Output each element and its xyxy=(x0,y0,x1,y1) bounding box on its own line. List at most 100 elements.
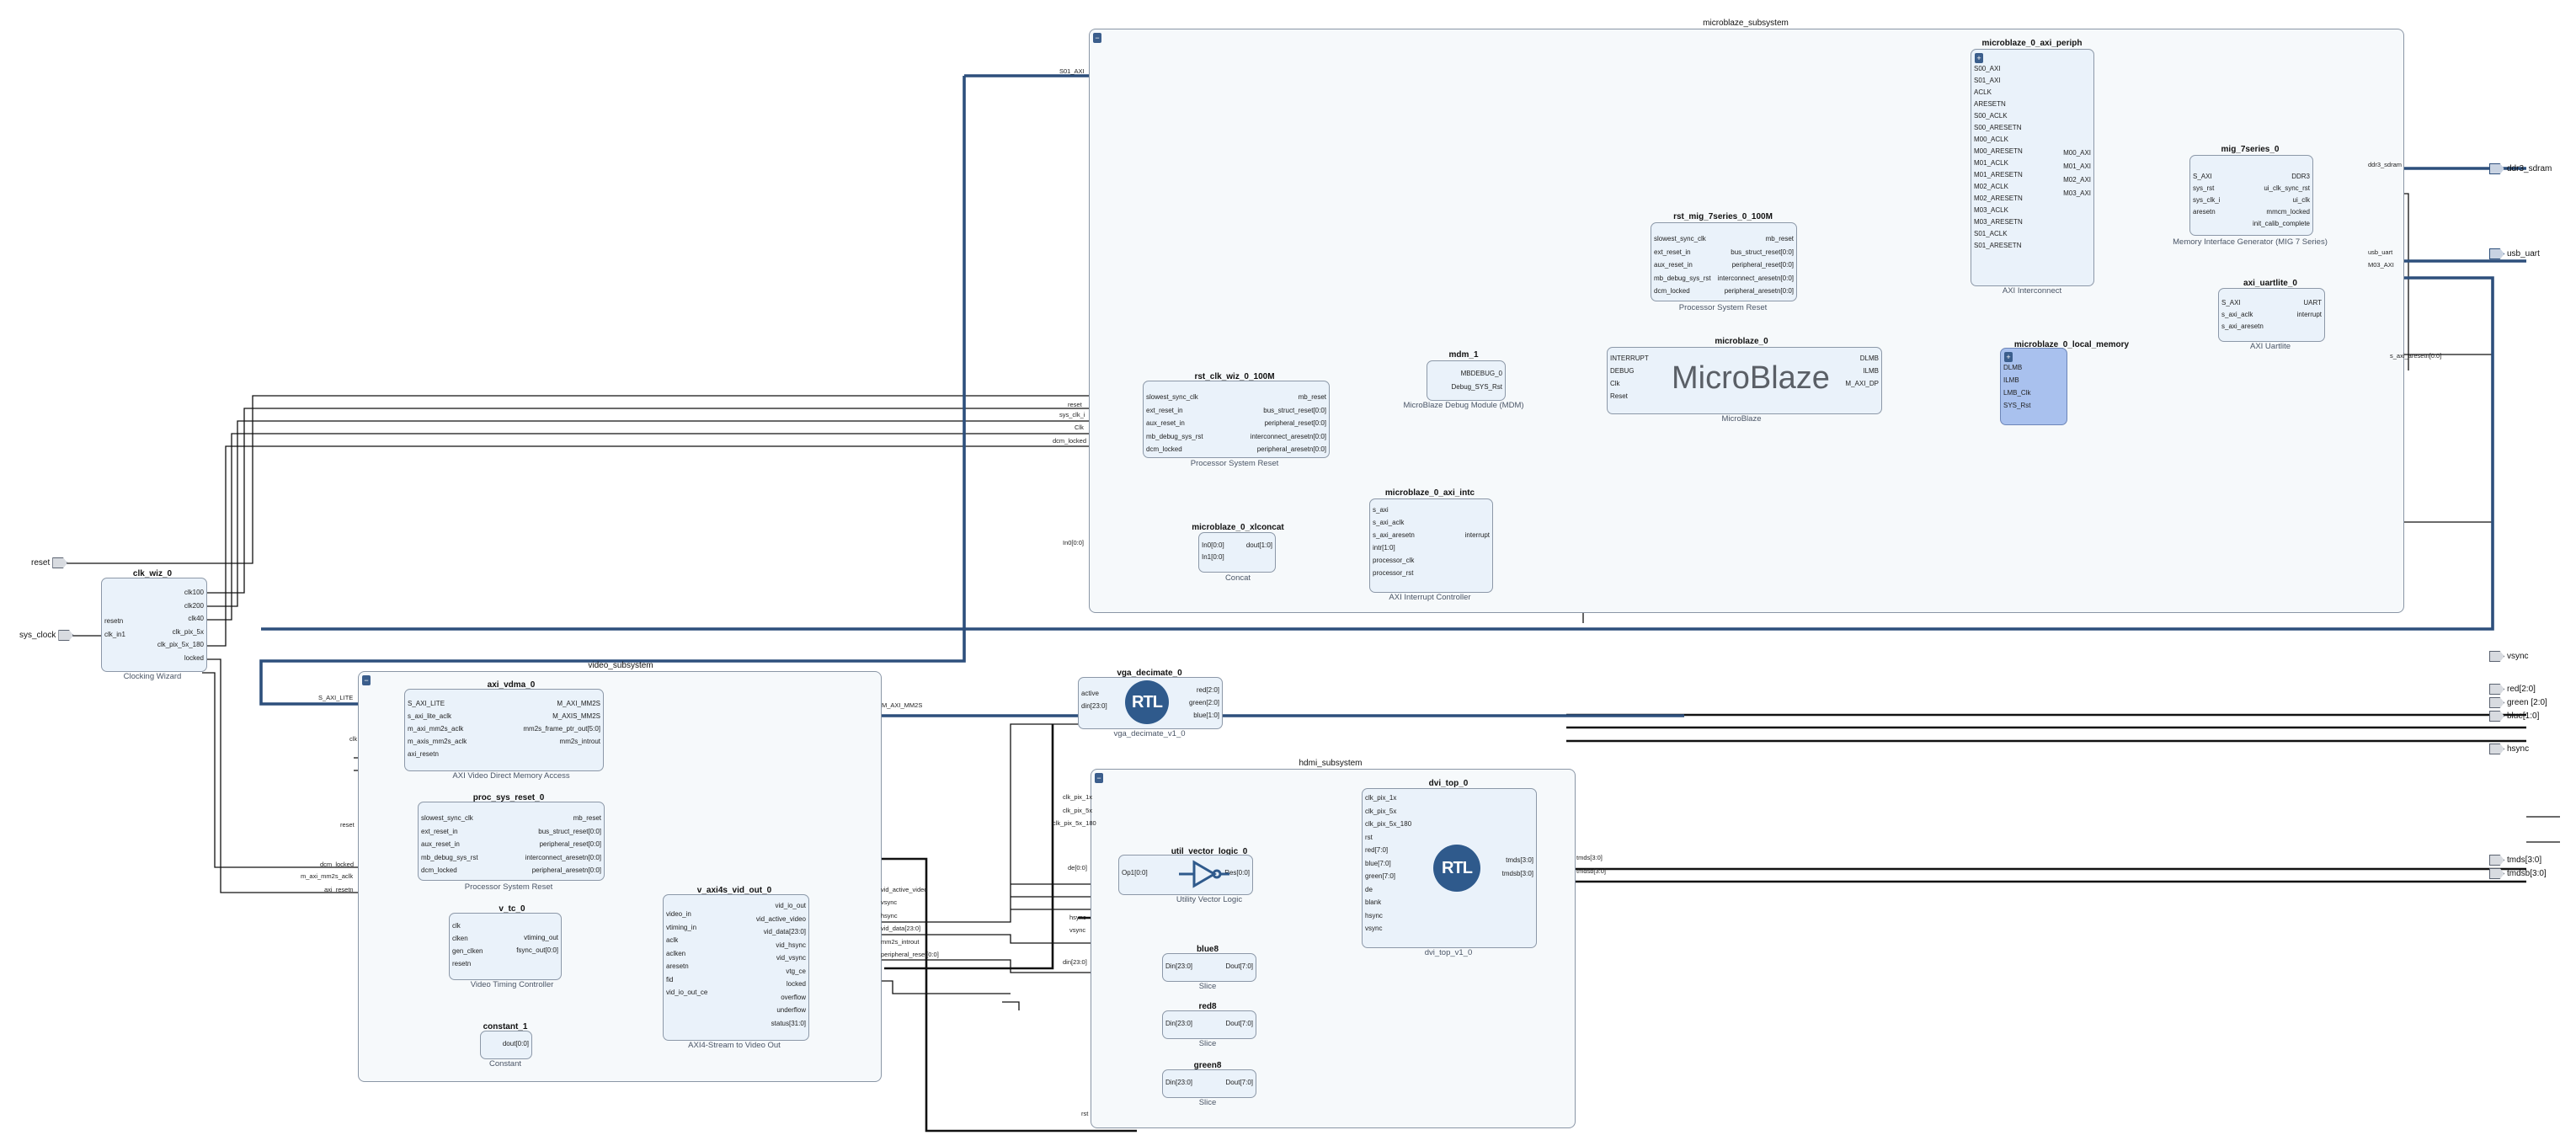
output-pin[interactable]: bus_struct_reset[0:0] xyxy=(538,827,601,835)
output-pin[interactable]: clk_pix_5x xyxy=(172,627,204,636)
input-pin[interactable]: M02_ACLK xyxy=(1974,183,2008,190)
block-constant[interactable]: dout[0:0] xyxy=(480,1031,532,1059)
input-pin[interactable]: S_AXI xyxy=(2221,299,2241,306)
output-pin[interactable]: M01_AXI xyxy=(2063,163,2091,170)
input-pin[interactable]: hsync xyxy=(1365,911,1383,919)
hier-microblaze-subsystem[interactable]: − xyxy=(1089,29,2404,613)
port-tmdsb[interactable]: tmdsb[3:0] xyxy=(2489,868,2547,879)
block-xlconcat[interactable]: In0[0:0]In1[0:0]dout[1:0] xyxy=(1198,532,1276,573)
output-pin[interactable]: interconnect_aresetn[0:0] xyxy=(525,853,601,861)
input-pin[interactable]: vtiming_in xyxy=(666,923,697,931)
input-pin[interactable]: Reset xyxy=(1610,392,1628,400)
port-ddr3-sdram[interactable]: ddr3_sdram xyxy=(2489,163,2552,174)
output-pin[interactable]: dout[0:0] xyxy=(502,1040,529,1047)
input-pin[interactable]: SYS_Rst xyxy=(2003,402,2031,409)
input-pin[interactable]: M00_ARESETN xyxy=(1974,147,2023,155)
input-pin[interactable]: Din[23:0] xyxy=(1165,1079,1193,1086)
input-pin[interactable]: rst xyxy=(1365,833,1373,841)
output-pin[interactable]: mmcm_locked xyxy=(2266,208,2310,216)
collapse-icon[interactable]: − xyxy=(1095,773,1103,783)
input-pin[interactable]: clken xyxy=(452,935,468,942)
output-pin[interactable]: red[2:0] xyxy=(1196,686,1219,694)
input-pin[interactable]: M01_ARESETN xyxy=(1974,171,2023,179)
output-pin[interactable]: vtiming_out xyxy=(524,934,558,941)
input-pin[interactable]: ARESETN xyxy=(1974,100,2006,108)
port-green[interactable]: green [2:0] xyxy=(2489,697,2547,708)
input-pin[interactable]: Din[23:0] xyxy=(1165,962,1193,970)
input-pin[interactable]: LMB_Clk xyxy=(2003,389,2031,397)
input-pin[interactable]: sys_rst xyxy=(2193,184,2215,192)
input-pin[interactable]: clk_pix_5x xyxy=(1365,807,1397,815)
input-pin[interactable]: S00_ARESETN xyxy=(1974,124,2022,131)
input-pin[interactable]: M00_ACLK xyxy=(1974,136,2008,143)
input-pin[interactable]: DLMB xyxy=(2003,364,2023,371)
input-pin[interactable]: M03_ACLK xyxy=(1974,206,2008,214)
output-pin[interactable]: vtg_ce xyxy=(786,967,806,975)
output-pin[interactable]: fsync_out[0:0] xyxy=(516,946,558,954)
input-pin[interactable]: mb_debug_sys_rst xyxy=(1654,274,1711,282)
input-pin[interactable]: processor_clk xyxy=(1373,557,1415,564)
input-pin[interactable]: ACLK xyxy=(1974,88,1992,96)
output-pin[interactable]: locked xyxy=(786,980,806,988)
output-pin[interactable]: peripheral_reset[0:0] xyxy=(539,840,601,848)
output-pin[interactable]: mb_reset xyxy=(1765,235,1794,243)
port-hsync[interactable]: hsync xyxy=(2489,744,2529,754)
input-pin[interactable]: dcm_locked xyxy=(421,866,457,874)
collapse-icon[interactable]: − xyxy=(362,675,371,685)
input-pin[interactable]: ext_reset_in xyxy=(1146,406,1183,414)
output-pin[interactable]: bus_struct_reset[0:0] xyxy=(1263,406,1326,414)
input-pin[interactable]: axi_resetn xyxy=(408,750,439,758)
output-pin[interactable]: peripheral_reset[0:0] xyxy=(1731,261,1794,269)
output-pin[interactable]: underflow xyxy=(776,1006,806,1014)
output-pin[interactable]: Dout[7:0] xyxy=(1225,1020,1253,1027)
output-pin[interactable]: blue[1:0] xyxy=(1193,712,1219,719)
input-pin[interactable]: s_axi_aclk xyxy=(2221,311,2253,318)
input-pin[interactable]: ext_reset_in xyxy=(1654,248,1691,256)
output-pin[interactable]: vid_vsync xyxy=(776,954,806,962)
input-pin[interactable]: Op1[0:0] xyxy=(1122,869,1148,877)
output-pin[interactable]: peripheral_aresetn[0:0] xyxy=(1256,445,1326,453)
input-pin[interactable]: s_axi_aclk xyxy=(1373,519,1405,526)
output-pin[interactable]: M_AXI_DP xyxy=(1845,380,1879,387)
input-pin[interactable]: S00_ACLK xyxy=(1974,112,2008,120)
output-pin[interactable]: M00_AXI xyxy=(2063,149,2091,157)
input-pin[interactable]: de xyxy=(1365,885,1373,893)
output-pin[interactable]: clk_pix_5x_180 xyxy=(157,641,204,648)
output-pin[interactable]: ui_clk_sync_rst xyxy=(2264,184,2310,192)
output-pin[interactable]: vid_hsync xyxy=(776,941,806,949)
input-pin[interactable]: resetn xyxy=(452,960,472,967)
port-tmds[interactable]: tmds[3:0] xyxy=(2489,855,2541,866)
input-pin[interactable]: aclken xyxy=(666,949,686,957)
input-pin[interactable]: Din[23:0] xyxy=(1165,1020,1193,1027)
block-green8[interactable]: Din[23:0] Dout[7:0] xyxy=(1162,1069,1256,1098)
output-pin[interactable]: interconnect_aresetn[0:0] xyxy=(1717,274,1794,282)
input-pin[interactable]: dcm_locked xyxy=(1146,445,1182,453)
output-pin[interactable]: M_AXI_MM2S xyxy=(557,700,600,707)
input-pin[interactable]: mb_debug_sys_rst xyxy=(421,853,478,861)
output-pin[interactable]: Dout[7:0] xyxy=(1225,1079,1253,1086)
input-pin[interactable]: video_in xyxy=(666,910,691,918)
input-pin[interactable]: dcm_locked xyxy=(1654,287,1690,295)
output-pin[interactable]: peripheral_aresetn[0:0] xyxy=(531,866,601,874)
output-pin[interactable]: peripheral_aresetn[0:0] xyxy=(1724,287,1794,295)
input-pin[interactable]: s_axi_lite_aclk xyxy=(408,712,452,720)
input-pin[interactable]: sys_clk_i xyxy=(2193,196,2221,204)
input-pin[interactable]: S_AXI_LITE xyxy=(408,700,445,707)
input-pin[interactable]: aux_reset_in xyxy=(421,840,460,848)
input-pin[interactable]: aux_reset_in xyxy=(1146,419,1185,427)
input-pin[interactable]: gen_clken xyxy=(452,947,483,955)
output-pin[interactable]: peripheral_reset[0:0] xyxy=(1264,419,1326,427)
collapse-icon[interactable]: − xyxy=(1093,33,1101,43)
output-pin[interactable]: overflow xyxy=(781,993,806,1001)
output-pin[interactable]: Debug_SYS_Rst xyxy=(1451,383,1502,391)
